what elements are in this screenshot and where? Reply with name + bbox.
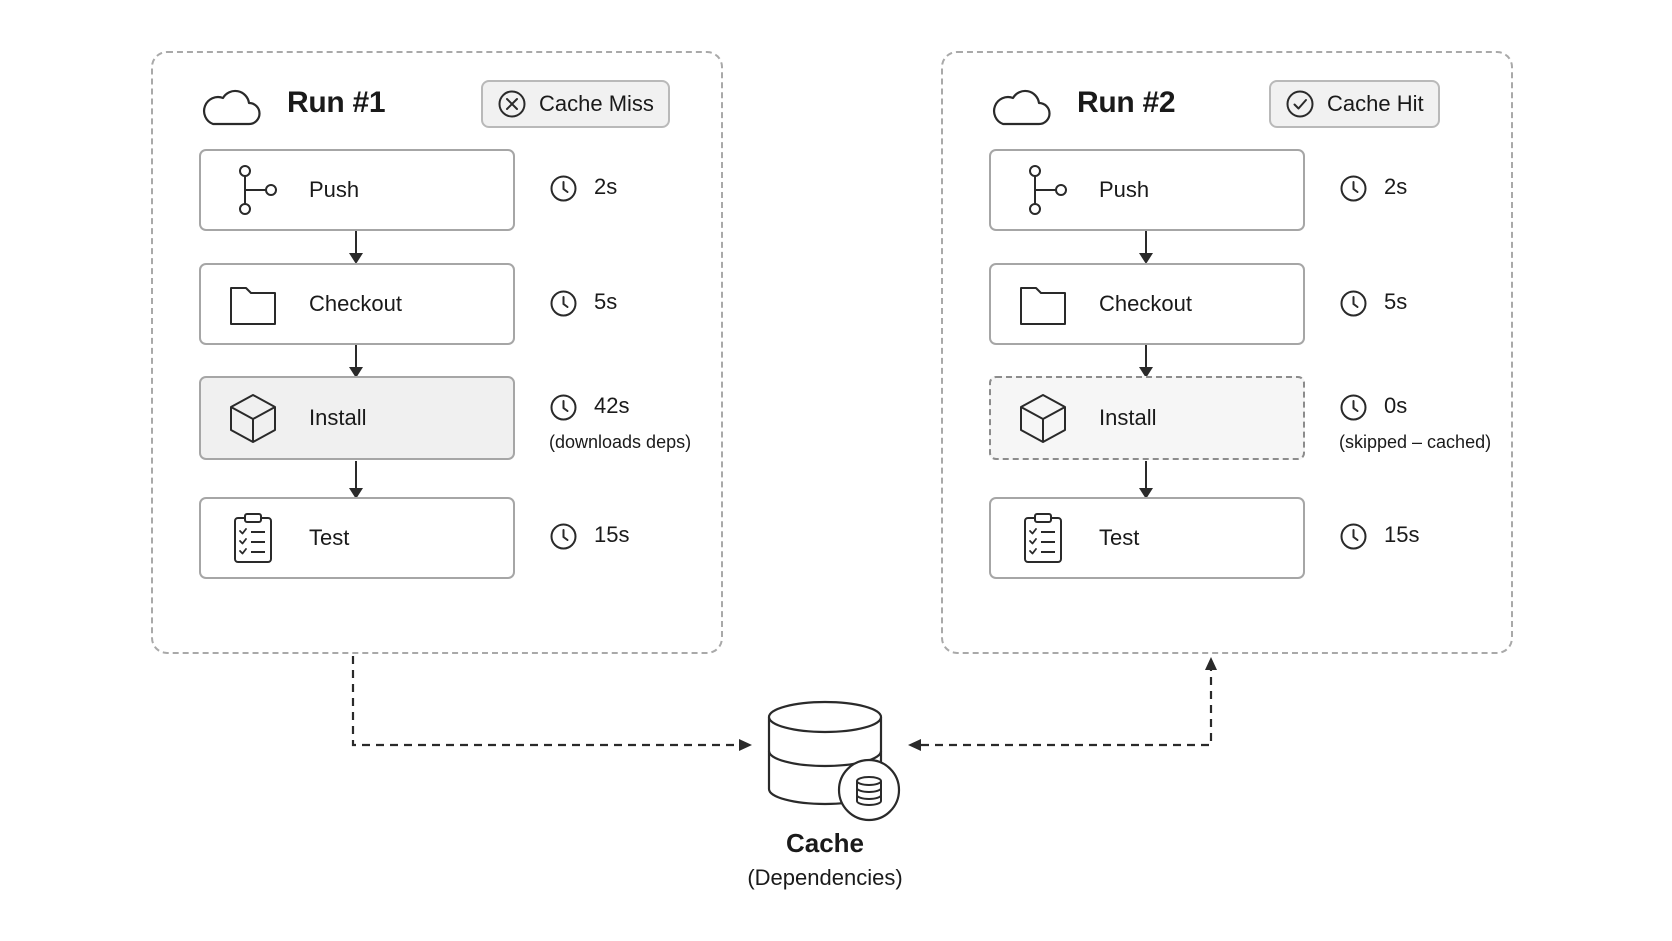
duration-value: 2s xyxy=(1384,174,1408,199)
cache-status-badge: Cache Hit xyxy=(1269,80,1440,128)
badge-label: Cache Hit xyxy=(1327,91,1424,116)
folder-icon xyxy=(1020,287,1066,325)
clipboard-checklist-icon xyxy=(234,513,272,563)
run-title: Run #1 xyxy=(287,86,386,119)
step-label: Install xyxy=(1099,405,1157,430)
mini-database-icon xyxy=(856,776,882,806)
step-label: Push xyxy=(309,177,360,202)
package-icon xyxy=(1020,394,1066,443)
run-2-panel: Run #2 Cache Hit Push 2s Checkou xyxy=(941,51,1513,654)
cloud-icon xyxy=(202,89,261,126)
clock-icon xyxy=(1340,290,1367,317)
step-test: Test xyxy=(989,497,1305,579)
git-branch-icon xyxy=(239,165,277,215)
cache-to-run-2-link xyxy=(921,670,1213,747)
flow-arrow xyxy=(349,461,363,499)
step-timing: 2s xyxy=(549,169,729,209)
package-icon xyxy=(230,394,276,443)
step-push: Push xyxy=(199,149,515,231)
step-timing: 5s xyxy=(1339,284,1519,324)
link-arrowhead xyxy=(1205,657,1217,670)
step-checkout: Checkout xyxy=(199,263,515,345)
clock-icon xyxy=(1340,394,1367,421)
cache-subtitle: (Dependencies) xyxy=(747,865,903,890)
clock-icon xyxy=(550,523,577,550)
cache-title: Cache xyxy=(785,828,865,858)
cache-status-badge: Cache Miss xyxy=(481,80,670,128)
flow-arrow xyxy=(349,345,363,378)
step-label: Test xyxy=(1099,525,1140,550)
badge-label: Cache Miss xyxy=(539,91,654,116)
run-1-to-cache-link xyxy=(351,656,740,747)
clock-icon xyxy=(550,175,577,202)
step-label: Push xyxy=(1099,177,1150,202)
step-timing: 15s xyxy=(549,517,729,557)
link-arrowhead xyxy=(739,739,752,751)
duration-value: 15s xyxy=(594,522,630,547)
step-timing: 5s xyxy=(549,284,729,324)
cache-node xyxy=(765,697,905,827)
cloud-icon xyxy=(992,89,1051,126)
duration-value: 2s xyxy=(594,174,618,199)
flow-arrow xyxy=(1139,345,1153,378)
step-timing: 15s xyxy=(1339,517,1519,557)
clock-icon xyxy=(550,394,577,421)
check-circle-icon xyxy=(1286,90,1314,118)
run-1-panel: Run #1 Cache Miss Push 2s Checko xyxy=(151,51,723,654)
duration-value: 5s xyxy=(1384,289,1408,314)
clock-icon xyxy=(550,290,577,317)
run-2-header: Run #2 Cache Hit xyxy=(989,77,1509,133)
step-push: Push xyxy=(989,149,1305,231)
step-timing: 0s (skipped – cached) xyxy=(1339,388,1519,452)
step-checkout: Checkout xyxy=(989,263,1305,345)
step-label: Test xyxy=(309,525,350,550)
step-install-skipped: Install xyxy=(989,376,1305,460)
x-circle-icon xyxy=(498,90,526,118)
duration-value: 42s xyxy=(594,393,630,418)
clock-icon xyxy=(1340,523,1367,550)
clock-icon xyxy=(1340,175,1367,202)
step-label: Checkout xyxy=(309,291,402,316)
step-timing: 42s (downloads deps) xyxy=(549,388,729,452)
duration-value: 0s xyxy=(1384,393,1408,418)
step-label: Install xyxy=(309,405,367,430)
duration-value: 15s xyxy=(1384,522,1420,547)
duration-value: 5s xyxy=(594,289,618,314)
flow-arrow xyxy=(1139,231,1153,264)
git-branch-icon xyxy=(1029,165,1067,215)
step-install: Install xyxy=(199,376,515,460)
database-icon xyxy=(767,700,901,822)
step-label: Checkout xyxy=(1099,291,1192,316)
flow-arrow xyxy=(1139,461,1153,499)
flow-arrow xyxy=(349,231,363,264)
duration-note: (skipped – cached) xyxy=(1339,432,1492,452)
duration-note: (downloads deps) xyxy=(549,432,692,452)
step-test: Test xyxy=(199,497,515,579)
run-1-header: Run #1 Cache Miss xyxy=(199,77,719,133)
run-title: Run #2 xyxy=(1077,86,1176,119)
folder-icon xyxy=(230,287,276,325)
link-arrowhead xyxy=(908,739,921,751)
clipboard-checklist-icon xyxy=(1024,513,1062,563)
step-timing: 2s xyxy=(1339,169,1519,209)
